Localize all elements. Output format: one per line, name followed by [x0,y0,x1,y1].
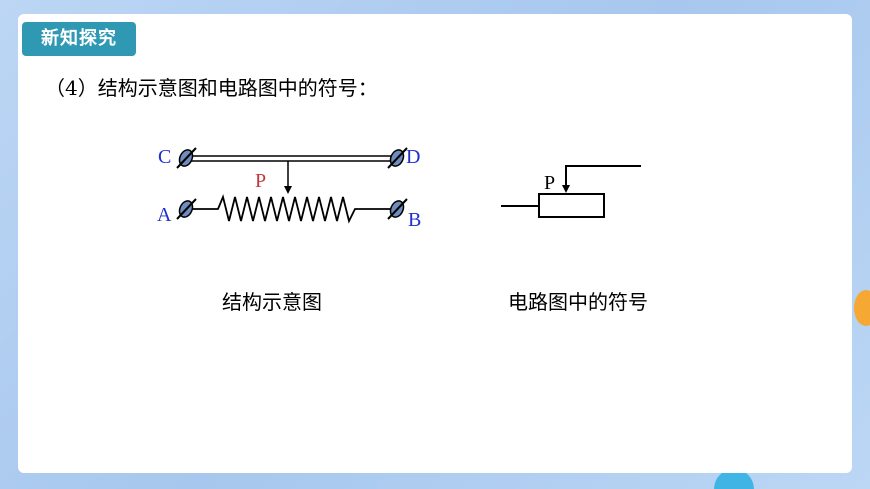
symbol-caption: 电路图中的符号 [508,290,648,314]
terminal-b-screw [387,198,408,220]
content-panel [18,14,852,473]
symbol-slider-arrow [562,185,570,193]
circuit-symbol: P [501,165,641,218]
terminal-c-screw [176,147,197,169]
terminal-a-screw [176,198,197,220]
slider-arrow-head [284,186,292,194]
symbol-resistor-box [538,193,605,218]
decor-teal-shape [714,469,754,489]
terminal-d-screw [387,147,408,169]
symbol-p-label: P [544,172,555,194]
decor-orange-shape [854,290,870,326]
heading-text: （4）结构示意图和电路图中的符号： [45,76,378,100]
structure-diagram: C D A B P [157,146,421,231]
slider-p-label: P [255,170,266,192]
terminal-c-label: C [158,146,171,168]
terminal-d-label: D [406,146,420,168]
symbol-slider-wire [565,165,641,187]
structure-caption: 结构示意图 [222,290,322,314]
terminal-b-label: B [408,209,421,231]
resistance-coil [186,194,397,224]
terminal-a-label: A [157,204,172,226]
section-badge: 新知探究 [22,22,136,56]
